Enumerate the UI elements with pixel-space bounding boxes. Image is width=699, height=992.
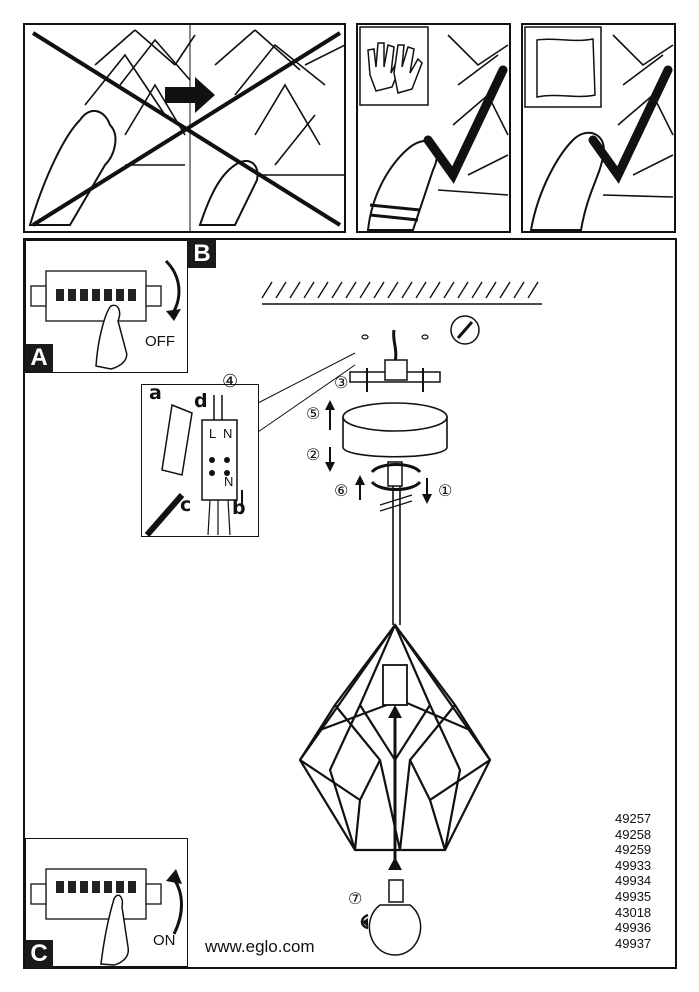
model-number: 49936 bbox=[615, 920, 652, 936]
panel-correct-cloth bbox=[521, 23, 676, 233]
model-number: 49258 bbox=[615, 826, 652, 842]
callout-b: b bbox=[232, 497, 246, 519]
connector-label-n-lower: N bbox=[224, 474, 234, 489]
model-number: 49935 bbox=[615, 888, 652, 904]
section-a-tag: A bbox=[25, 344, 53, 372]
callout-d: d bbox=[194, 390, 208, 412]
model-number: 49934 bbox=[615, 873, 652, 889]
website-text: www.eglo.com bbox=[205, 937, 315, 956]
gloves-icon bbox=[367, 42, 423, 94]
model-number-list: 49257 49258 49259 49933 49934 49935 4301… bbox=[615, 811, 651, 951]
callout-a: a bbox=[149, 382, 162, 404]
panel-wrong-1 bbox=[23, 23, 346, 233]
step-2: ② bbox=[306, 445, 321, 464]
step-7: ⑦ bbox=[348, 889, 363, 908]
connector-label-n: N bbox=[223, 426, 233, 441]
fuse-box-icon-on bbox=[30, 868, 162, 920]
step-5: ⑤ bbox=[306, 404, 321, 423]
panel-correct-gloves bbox=[356, 23, 511, 233]
model-number: 49257 bbox=[615, 811, 652, 826]
callout-c: c bbox=[180, 494, 192, 516]
model-number: 49937 bbox=[615, 935, 652, 951]
connector-label-l: L bbox=[209, 426, 217, 441]
section-c-tag: C bbox=[25, 940, 53, 968]
model-number: 43018 bbox=[615, 904, 652, 920]
model-number: 49259 bbox=[615, 842, 652, 858]
section-b-tag: B bbox=[188, 240, 216, 268]
on-label: ON bbox=[153, 932, 176, 949]
off-label: OFF bbox=[145, 333, 175, 350]
step-1: ① bbox=[438, 481, 453, 500]
section-a-box bbox=[25, 240, 188, 373]
step-4: ④ bbox=[222, 371, 239, 392]
step-3: ③ bbox=[334, 373, 349, 392]
connector-detail-box bbox=[141, 384, 259, 537]
model-number: 49933 bbox=[615, 857, 652, 873]
step-6: ⑥ bbox=[334, 481, 349, 500]
main-instruction-panel bbox=[23, 238, 677, 969]
cloth-icon bbox=[536, 38, 596, 98]
